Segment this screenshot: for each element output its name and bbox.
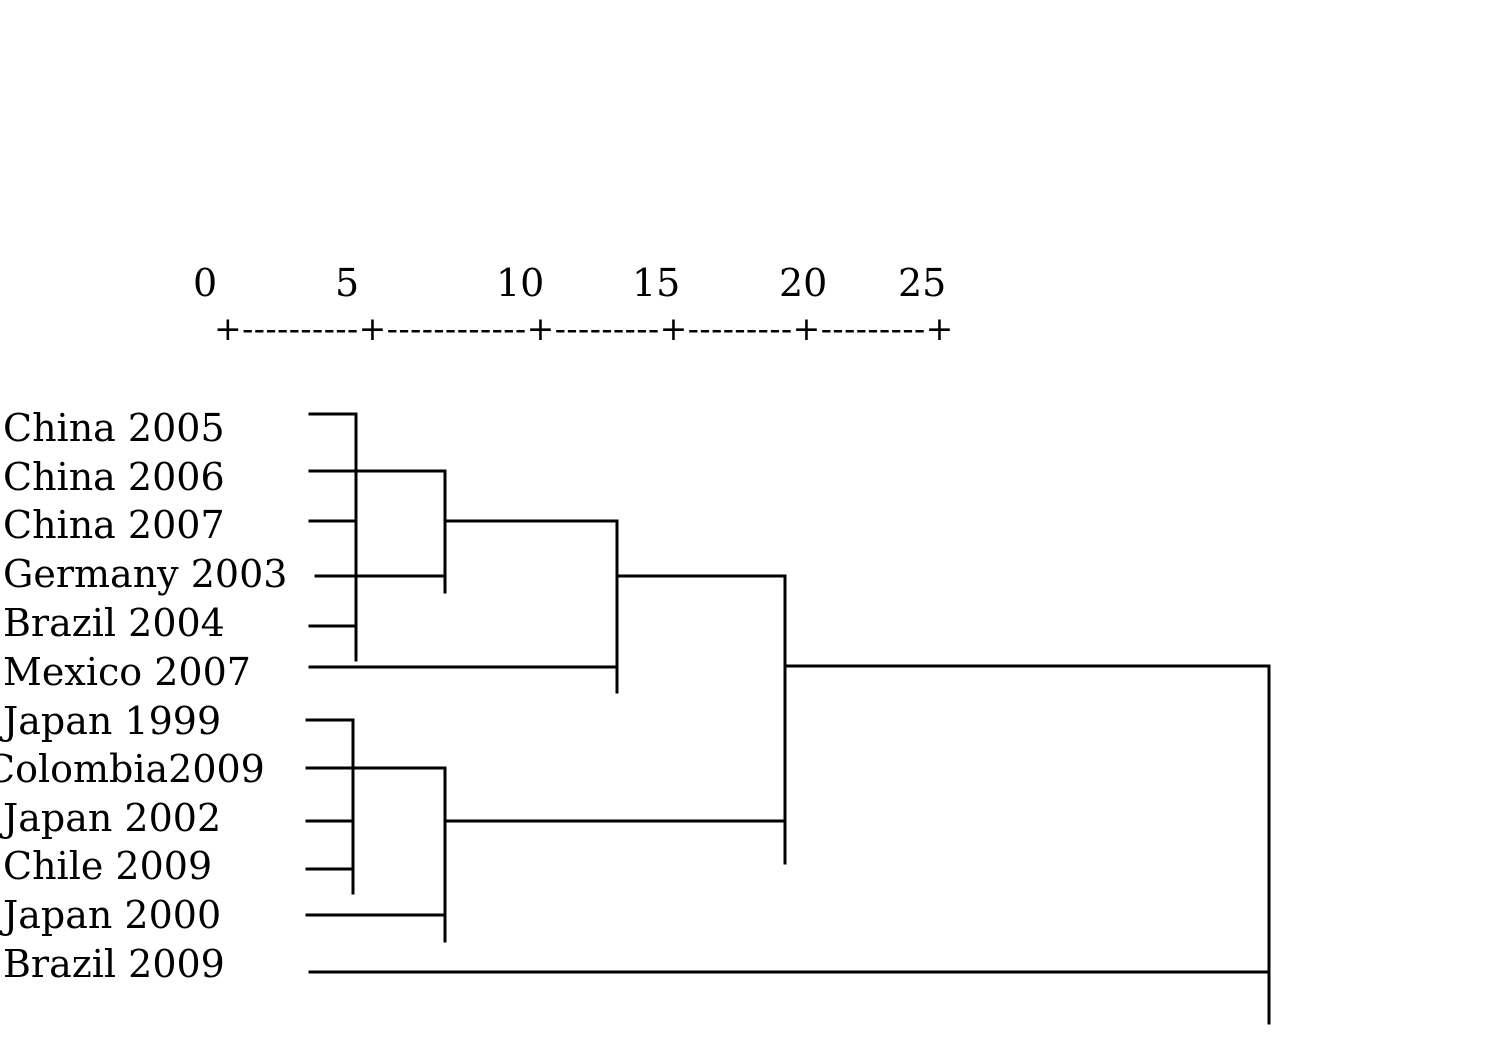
leaf-label-brazil-2009: Brazil 2009: [3, 942, 225, 986]
scale-tick-10: 10: [496, 261, 545, 305]
scale-tick-15: 15: [632, 261, 681, 305]
leaf-label-china-2007: China 2007: [3, 503, 225, 547]
leaf-label-mexico-2007: Mexico 2007: [3, 650, 251, 694]
leaf-label-colombia-2009: Colombia2009: [0, 747, 265, 791]
scale-tick-25: 25: [898, 261, 947, 305]
leaf-label-china-2006: China 2006: [3, 455, 225, 499]
scale-tick-5: 5: [335, 261, 360, 305]
leaf-label-japan-1999: Japan 1999: [3, 699, 222, 743]
leaf-label-germany-2003: Germany 2003: [3, 552, 288, 596]
scale-tick-0: 0: [193, 261, 218, 305]
leaf-label-brazil-2004: Brazil 2004: [3, 601, 225, 645]
scale-rule: +----------+------------+---------+-----…: [214, 309, 954, 348]
leaf-label-chile-2009: Chile 2009: [3, 844, 213, 888]
leaf-label-japan-2002: Japan 2002: [3, 796, 222, 840]
leaf-label-japan-2000: Japan 2000: [3, 893, 222, 937]
scale-tick-20: 20: [779, 261, 828, 305]
leaf-label-china-2005: China 2005: [3, 406, 225, 450]
